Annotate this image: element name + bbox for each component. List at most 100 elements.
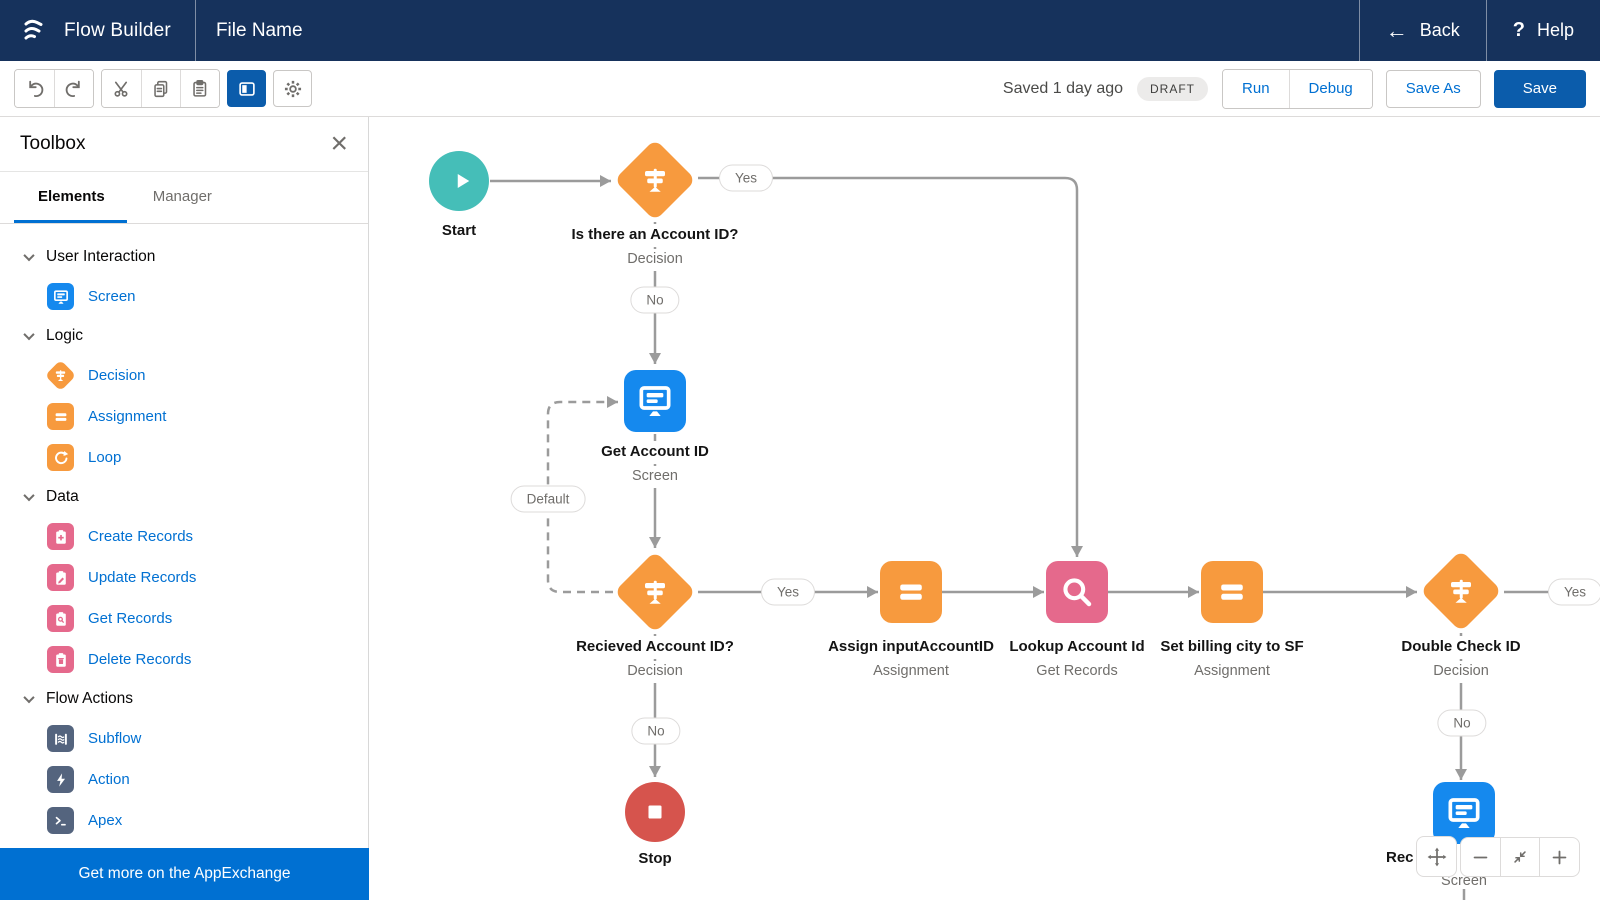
toolbox-tabs: Elements Manager: [0, 172, 368, 224]
screen2-label-fragment: Rec: [1386, 849, 1414, 866]
update-records-icon: [47, 564, 74, 591]
cut-button[interactable]: [102, 70, 141, 107]
connector-label-no: No: [631, 717, 681, 745]
connector-label-yes: Yes: [718, 164, 774, 192]
toolbox-item-subflow[interactable]: Subflow: [25, 718, 368, 759]
section-header-flow-actions[interactable]: Flow Actions: [23, 680, 368, 718]
chevron-down-icon: [23, 489, 35, 502]
decision-icon: [640, 577, 670, 607]
saved-status: Saved 1 day ago: [1002, 79, 1124, 97]
tab-manager[interactable]: Manager: [129, 188, 236, 223]
decision-icon: [44, 359, 77, 392]
screen2-type-label: Screen: [1441, 873, 1487, 889]
section-header-user-interaction[interactable]: User Interaction: [23, 238, 368, 276]
screen-icon: [635, 381, 675, 421]
toolbox-title: Toolbox: [20, 133, 86, 154]
save-button[interactable]: Save: [1493, 69, 1586, 108]
arrowhead: [1455, 769, 1467, 780]
redo-button[interactable]: [54, 70, 93, 107]
settings-button[interactable]: [273, 70, 312, 107]
connector-label-yes: Yes: [760, 578, 816, 606]
decision-icon: [640, 165, 670, 195]
back-button[interactable]: ← Back: [1360, 0, 1486, 61]
pan-button[interactable]: [1416, 836, 1457, 877]
screen-icon: [47, 283, 74, 310]
toolbox-item-update-records[interactable]: Update Records: [25, 557, 368, 598]
flow-node-stop[interactable]: [625, 782, 685, 842]
draft-badge: DRAFT: [1137, 76, 1209, 101]
assignment-icon: [47, 403, 74, 430]
section-header-logic[interactable]: Logic: [23, 317, 368, 355]
toolbox-item-screen[interactable]: Screen: [25, 276, 368, 317]
assignment-icon: [893, 574, 929, 610]
apex-icon: [47, 807, 74, 834]
save-as-button[interactable]: Save As: [1385, 69, 1481, 108]
toolbox-item-decision[interactable]: Decision: [25, 355, 368, 396]
tab-elements[interactable]: Elements: [14, 188, 129, 223]
delete-records-icon: [47, 646, 74, 673]
node-label-start: Start: [329, 219, 589, 243]
chevron-down-icon: [23, 691, 35, 704]
paste-button[interactable]: [180, 70, 219, 107]
arrowhead: [1071, 546, 1083, 557]
toolbox-item-delete-records[interactable]: Delete Records: [25, 639, 368, 680]
connector-label-no: No: [1437, 709, 1487, 737]
flow-node-assignment-1[interactable]: [880, 561, 942, 623]
flow-node-decision-2[interactable]: [613, 550, 697, 634]
flow-node-get-records-1[interactable]: [1046, 561, 1108, 623]
decision-icon: [1446, 576, 1476, 606]
toolbox-item-create-records[interactable]: Create Records: [25, 516, 368, 557]
toolbar: Saved 1 day ago DRAFT Run Debug Save As …: [0, 61, 1600, 117]
flow-node-screen-2[interactable]: [1433, 782, 1495, 844]
run-button[interactable]: Run: [1223, 69, 1289, 108]
flow-node-screen-1[interactable]: [624, 370, 686, 432]
flow-node-assignment-2[interactable]: [1201, 561, 1263, 623]
chevron-down-icon: [23, 328, 35, 341]
copy-button[interactable]: [141, 70, 180, 107]
action-icon: [47, 766, 74, 793]
toolbox-item-loop[interactable]: Loop: [25, 437, 368, 478]
fit-view-button[interactable]: [1499, 838, 1540, 876]
assignment-icon: [1214, 574, 1250, 610]
navbar-divider: [194, 0, 196, 61]
arrowhead: [649, 766, 661, 777]
chevron-down-icon: [23, 249, 35, 262]
toolbox-item-action[interactable]: Action: [25, 759, 368, 800]
arrowhead: [1188, 586, 1199, 598]
flow-node-decision-3[interactable]: [1419, 549, 1503, 633]
toolbox-item-get-records[interactable]: Get Records: [25, 598, 368, 639]
toolbox-item-assignment[interactable]: Assignment: [25, 396, 368, 437]
node-label-stop: Stop: [525, 847, 785, 871]
toggle-left-panel-button[interactable]: [227, 70, 266, 107]
back-label: Back: [1419, 20, 1460, 40]
loop-icon: [47, 444, 74, 471]
debug-button[interactable]: Debug: [1288, 69, 1372, 108]
flow-node-decision-1[interactable]: [613, 138, 697, 222]
app-title: Flow Builder: [64, 19, 171, 41]
section-header-data[interactable]: Data: [23, 478, 368, 516]
navbar-divider: [1358, 0, 1360, 61]
subflow-icon: [47, 725, 74, 752]
connector-label-no: No: [630, 286, 680, 314]
help-icon: ?: [1512, 19, 1525, 41]
zoom-out-button[interactable]: [1461, 838, 1500, 876]
active-tab-underline: [14, 220, 127, 223]
arrowhead: [607, 396, 618, 408]
close-toolbox-button[interactable]: ×: [330, 127, 348, 160]
toolbox-item-apex[interactable]: Apex: [25, 800, 368, 841]
appexchange-banner-link[interactable]: Get more on the AppExchange: [0, 848, 369, 900]
toolbox-panel: Toolbox × Elements Manager User Interact…: [0, 117, 369, 900]
connector-label-yes: Yes: [1547, 578, 1600, 606]
navbar: Flow Builder File Name ← Back ? Help: [0, 0, 1600, 61]
arrowhead: [867, 586, 878, 598]
zoom-in-button[interactable]: [1539, 838, 1579, 876]
flow-node-start[interactable]: [429, 151, 489, 211]
connector-label-default: Default: [510, 485, 586, 513]
undo-button[interactable]: [15, 70, 54, 107]
help-button[interactable]: ? Help: [1487, 0, 1600, 61]
